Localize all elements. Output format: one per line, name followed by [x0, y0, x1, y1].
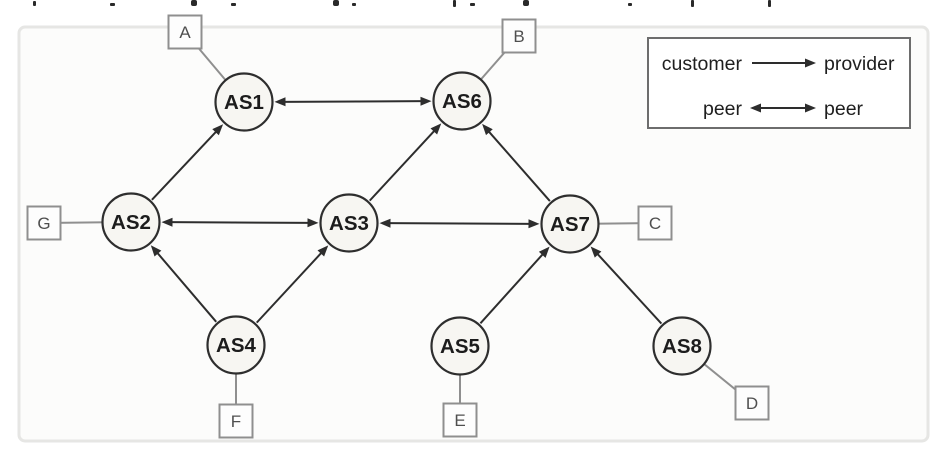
legend-provider-label: provider [824, 53, 895, 75]
port-box-D [734, 385, 770, 421]
node-AS1: AS1 [214, 72, 274, 132]
node-AS2: AS2 [101, 192, 161, 252]
edges-layer [150, 96, 663, 325]
edge-AS8-AS7-customer-provider [590, 246, 663, 325]
edge-AS2-AS1-customer-provider [151, 124, 224, 201]
node-label-AS4: AS4 [216, 334, 256, 357]
peer-peer-arrow-icon [750, 103, 816, 113]
node-circle-AS5 [430, 316, 490, 376]
node-AS4: AS4 [206, 315, 266, 375]
node-circle-AS7 [540, 194, 600, 254]
port-C: C [637, 205, 673, 241]
port-B: B [501, 18, 537, 54]
node-AS5: AS5 [430, 316, 490, 376]
edge-AS1-AS6-peer-peer [274, 96, 432, 107]
node-label-AS8: AS8 [662, 335, 702, 358]
port-label-F: F [231, 412, 241, 431]
edge-AS5-AS7-customer-provider [479, 246, 550, 325]
port-label-D: D [746, 394, 758, 413]
legend-peer-left-label: peer [703, 98, 743, 120]
edge-AS7-AS6-customer-provider [482, 123, 551, 202]
cropped-caption-fragments [33, 0, 771, 7]
port-box-A [167, 14, 203, 50]
port-F: F [218, 403, 254, 439]
node-circle-AS4 [206, 315, 266, 375]
node-label-AS1: AS1 [224, 91, 264, 114]
edge-AS3-AS6-customer-provider [368, 123, 442, 202]
node-label-AS2: AS2 [111, 211, 151, 234]
node-label-AS5: AS5 [440, 335, 480, 358]
port-A: A [167, 14, 203, 50]
node-AS3: AS3 [319, 193, 379, 253]
legend: customer provider peer peer [647, 37, 911, 129]
node-AS7: AS7 [540, 194, 600, 254]
node-circle-AS2 [101, 192, 161, 252]
port-label-A: A [179, 23, 191, 42]
port-box-F [218, 403, 254, 439]
edge-AS2-AS3-peer-peer [161, 217, 319, 228]
port-E: E [442, 402, 478, 438]
edge-AS4-AS3-customer-provider [255, 245, 329, 324]
customer-provider-arrow-icon [752, 58, 816, 68]
ports-layer: A B C D E F G [26, 14, 770, 439]
edge-AS4-AS2-customer-provider [150, 245, 217, 323]
port-label-E: E [454, 411, 465, 430]
node-label-AS7: AS7 [550, 213, 590, 236]
port-label-C: C [649, 214, 661, 233]
port-G: G [26, 205, 62, 241]
node-circle-AS3 [319, 193, 379, 253]
port-box-B [501, 18, 537, 54]
node-label-AS3: AS3 [329, 212, 369, 235]
node-AS6: AS6 [432, 71, 492, 131]
node-circle-AS1 [214, 72, 274, 132]
port-label-B: B [513, 27, 524, 46]
node-AS8: AS8 [652, 316, 712, 376]
node-circle-AS8 [652, 316, 712, 376]
port-D: D [734, 385, 770, 421]
node-label-AS6: AS6 [442, 90, 482, 113]
port-box-C [637, 205, 673, 241]
legend-box [647, 37, 911, 129]
port-label-G: G [37, 214, 50, 233]
port-box-E [442, 402, 478, 438]
legend-peer-right-label: peer [824, 98, 864, 120]
edge-AS3-AS7-peer-peer [379, 218, 540, 229]
legend-customer-label: customer [662, 53, 743, 75]
port-box-G [26, 205, 62, 241]
node-circle-AS6 [432, 71, 492, 131]
